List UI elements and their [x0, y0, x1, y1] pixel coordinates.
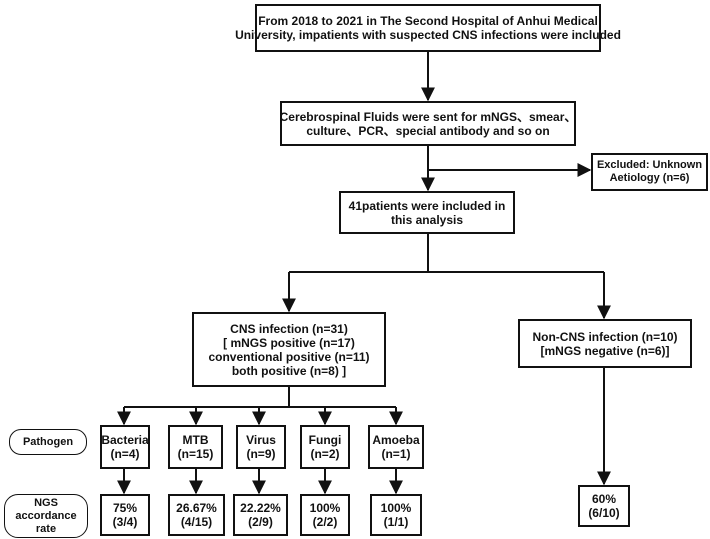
node-included-line2: this analysis — [390, 212, 464, 227]
rate-virus: 22.22% (2/9) — [233, 494, 288, 536]
node-cns-line2: [ mNGS positive (n=17) — [223, 335, 355, 350]
ngs-accordance-label: NGS accordance rate — [4, 494, 88, 538]
rate-fungi: 100% (2/2) — [300, 494, 350, 536]
rate-noncns: 60% (6/10) — [578, 485, 630, 527]
node-bacteria: Bacteria (n=4) — [100, 425, 150, 469]
virus-ratio: (2/9) — [248, 515, 273, 529]
fungi-name: Fungi — [308, 433, 342, 447]
node-cns-line1: CNS infection (n=31) — [230, 321, 348, 336]
node-fungi: Fungi (n=2) — [300, 425, 350, 469]
node-intro: From 2018 to 2021 in The Second Hospital… — [235, 4, 621, 52]
virus-name: Virus — [246, 433, 276, 447]
mtb-name: MTB — [182, 433, 209, 447]
node-included-line1: 41patients were included in — [348, 198, 506, 213]
noncns-rate: 60% — [591, 492, 617, 506]
node-intro-line2: University, impatients with suspected CN… — [235, 28, 621, 42]
pathogen-label-text: Pathogen — [22, 435, 74, 448]
node-noncns-line2: [mNGS negative (n=6)] — [540, 343, 670, 358]
node-noncns: Non-CNS infection (n=10) [mNGS negative … — [518, 319, 692, 368]
amoeba-name: Amoeba — [372, 433, 420, 447]
node-excluded-line1: Excluded: Unknown — [596, 159, 703, 171]
node-cns-line4: both positive (n=8) ] — [231, 363, 347, 378]
fungi-ratio: (2/2) — [312, 515, 338, 529]
mtb-ratio: (4/15) — [180, 515, 213, 529]
ngs-label-line1: NGS — [34, 496, 58, 509]
node-excluded-line2: Aetiology (n=6) — [609, 172, 690, 184]
node-mtb: MTB (n=15) — [168, 425, 223, 469]
rate-amoeba: 100% (1/1) — [370, 494, 422, 536]
bacteria-ratio: (3/4) — [112, 515, 138, 529]
rate-mtb: 26.67% (4/15) — [168, 494, 225, 536]
node-noncns-line1: Non-CNS infection (n=10) — [532, 329, 678, 344]
mtb-rate: 26.67% — [176, 501, 217, 515]
ngs-label-line2: accordance — [15, 509, 77, 522]
fungi-rate: 100% — [309, 501, 341, 515]
amoeba-ratio: (1/1) — [383, 515, 409, 529]
ngs-label-line3: rate — [35, 522, 57, 535]
bacteria-name: Bacteria — [101, 433, 149, 447]
amoeba-count: (n=1) — [381, 447, 411, 461]
node-excluded: Excluded: Unknown Aetiology (n=6) — [591, 153, 708, 191]
fungi-count: (n=2) — [310, 447, 340, 461]
mtb-count: (n=15) — [177, 447, 214, 461]
node-sent-line2: culture、PCR、special antibody and so on — [306, 123, 550, 138]
amoeba-rate: 100% — [380, 501, 412, 515]
virus-rate: 22.22% — [240, 501, 281, 515]
bacteria-rate: 75% — [112, 501, 138, 515]
node-cns-line3: conventional positive (n=11) — [208, 349, 370, 364]
noncns-ratio: (6/10) — [588, 506, 620, 520]
node-virus: Virus (n=9) — [236, 425, 286, 469]
node-intro-line1: From 2018 to 2021 in The Second Hospital… — [258, 14, 598, 28]
node-sent-line1: Cerebrospinal Fluids were sent for mNGS、… — [279, 109, 577, 124]
node-cns: CNS infection (n=31) [ mNGS positive (n=… — [192, 312, 386, 387]
rate-bacteria: 75% (3/4) — [100, 494, 150, 536]
pathogen-label: Pathogen — [9, 429, 87, 455]
virus-count: (n=9) — [246, 447, 276, 461]
node-sent: Cerebrospinal Fluids were sent for mNGS、… — [280, 101, 576, 146]
bacteria-count: (n=4) — [110, 447, 140, 461]
node-included: 41patients were included in this analysi… — [339, 191, 515, 234]
node-amoeba: Amoeba (n=1) — [368, 425, 424, 469]
